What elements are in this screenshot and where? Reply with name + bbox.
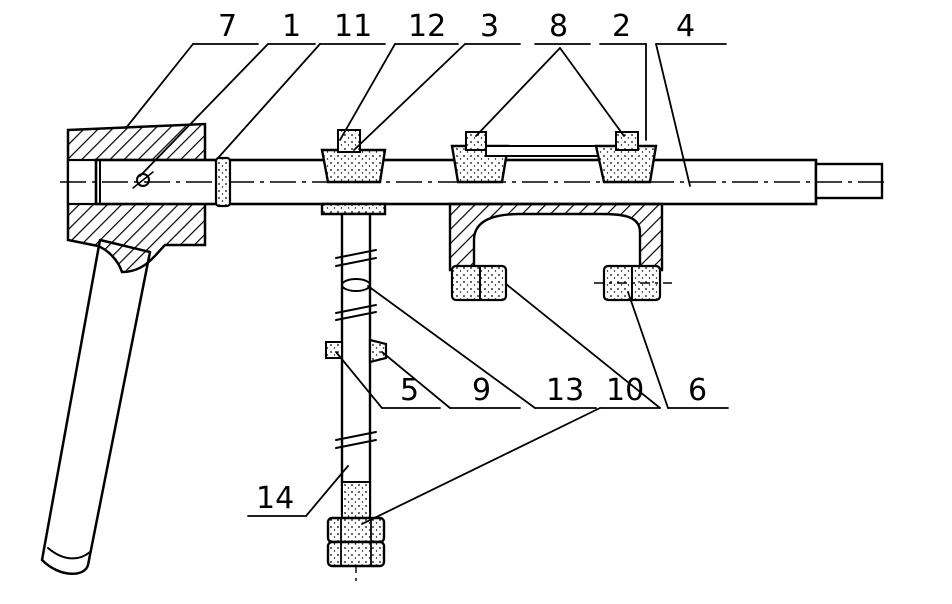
callout-14: 14	[256, 481, 294, 516]
retaining-ring	[214, 156, 232, 208]
callout-8: 8	[549, 9, 568, 44]
callout-7: 7	[218, 9, 237, 44]
callout-11: 11	[334, 9, 372, 44]
lever-handle	[40, 238, 152, 575]
frame-bracket	[448, 131, 672, 302]
callout-6: 6	[688, 373, 707, 408]
callout-labels: 7 1 11 12 3 8 2 4 5 9 13 10 6 14	[218, 9, 707, 516]
callout-3: 3	[480, 9, 499, 44]
callout-10: 10	[606, 373, 644, 408]
leader-lines	[125, 43, 729, 525]
callout-5: 5	[400, 373, 419, 408]
callout-2: 2	[612, 9, 631, 44]
vertical-rod	[325, 212, 388, 584]
callout-4: 4	[676, 9, 695, 44]
callout-13: 13	[546, 373, 584, 408]
callout-12: 12	[408, 9, 446, 44]
callout-1: 1	[282, 9, 301, 44]
callout-9: 9	[472, 373, 491, 408]
